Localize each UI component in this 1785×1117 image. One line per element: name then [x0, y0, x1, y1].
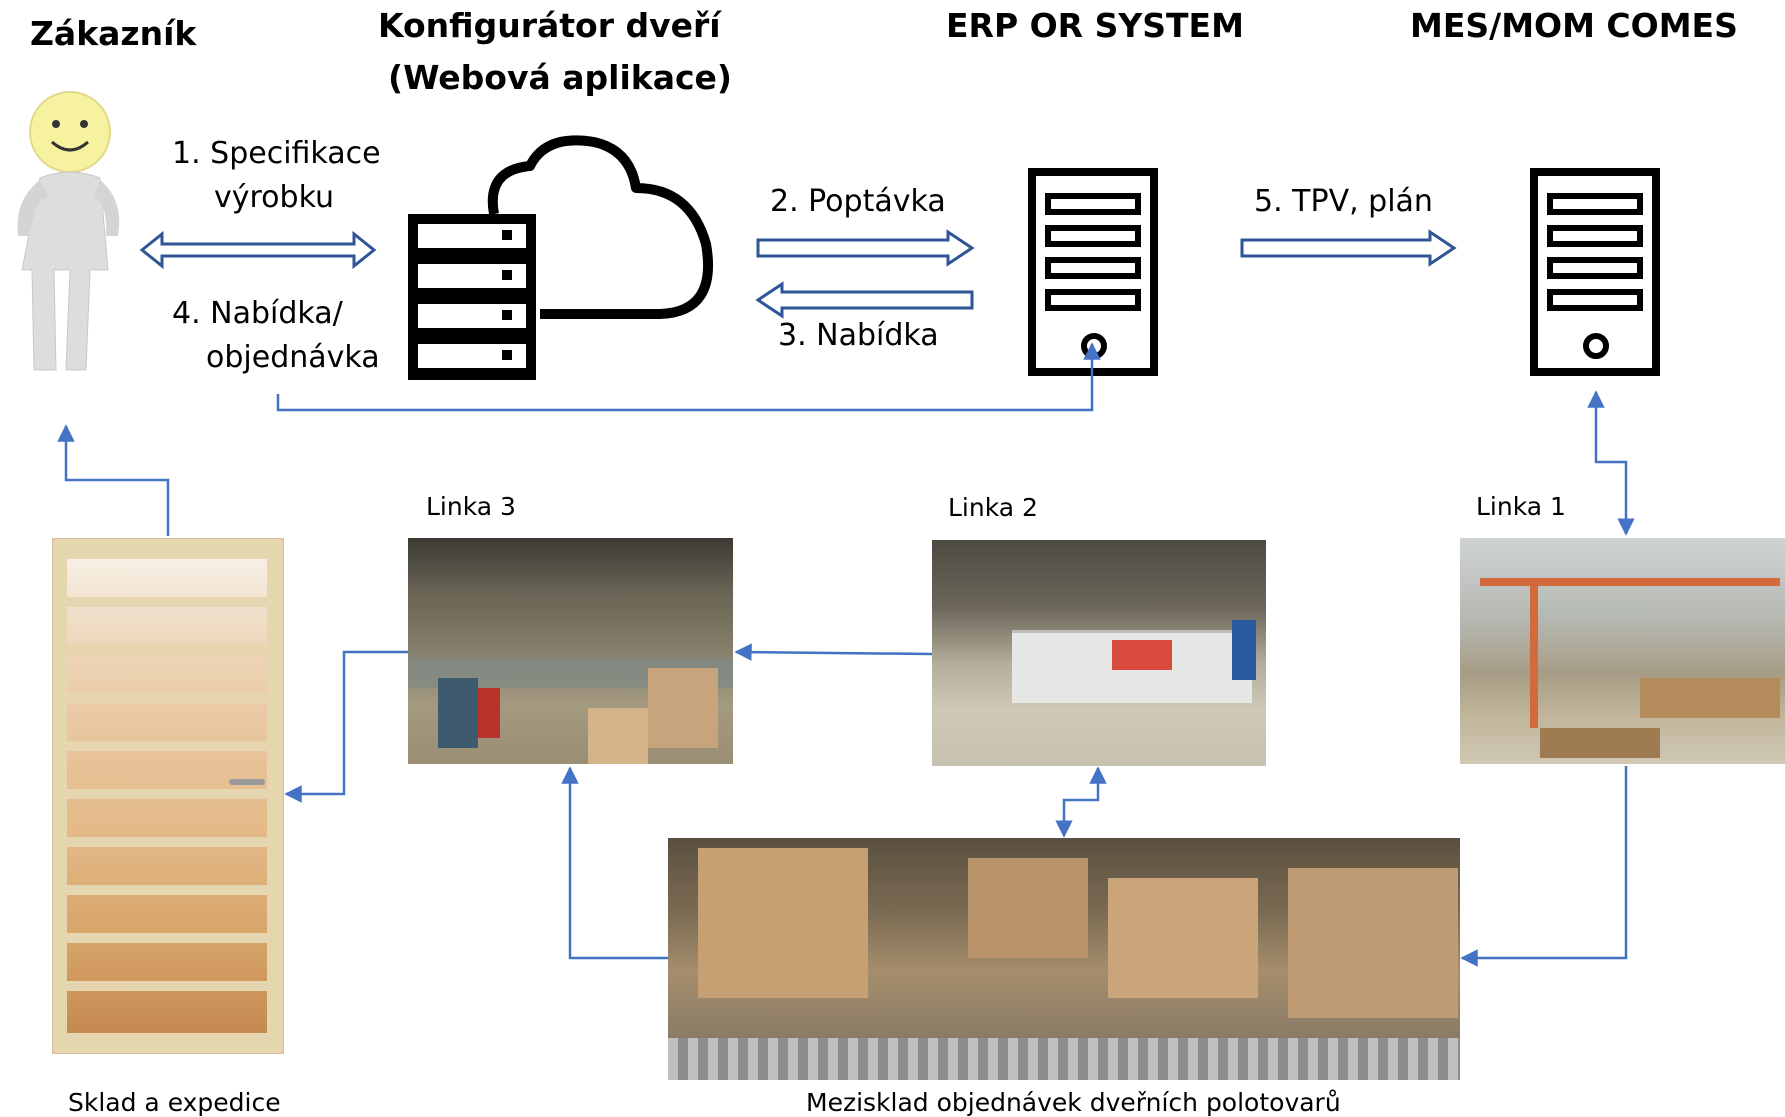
step-tpv-plan: 5. TPV, plán: [1254, 184, 1433, 219]
line2-photo: [932, 540, 1266, 766]
store-to-customer-connector: [57, 424, 170, 536]
erp-title: ERP OR SYSTEM: [946, 6, 1244, 45]
warehouse-caption: Sklad a expedice: [68, 1088, 281, 1117]
step-spec-line2: výrobku: [214, 180, 335, 215]
web-server-icon: [408, 214, 536, 380]
step-offer-order-line2: objednávka: [206, 340, 380, 375]
step-spec-line1: 1. Specifikace: [172, 136, 381, 171]
cloud-icon: [487, 135, 714, 319]
configurator-title-line2: (Webová aplikace): [388, 58, 733, 97]
mes-title: MES/MOM COMES: [1410, 6, 1738, 45]
line1-to-warehouse-connector: [1460, 766, 1628, 967]
warehouse-to-line3-connector: [561, 766, 668, 960]
door-photo: [52, 538, 284, 1054]
line3-photo: [408, 538, 733, 764]
intermediate-warehouse-caption: Mezisklad objednávek dveřních polotovarů: [806, 1088, 1341, 1117]
line3-to-store-connector: [284, 650, 408, 803]
order-to-erp-connector: [276, 342, 1101, 412]
offer-arrow-icon: [755, 281, 974, 319]
erp-server-icon: [1028, 168, 1158, 376]
mes-line1-connector: [1587, 390, 1635, 536]
line2-to-line3-connector: [734, 643, 933, 661]
line2-label: Linka 2: [948, 493, 1038, 522]
configurator-title-line1: Konfigurátor dveří: [378, 6, 721, 45]
spec-double-arrow-icon: [139, 230, 377, 270]
step-offer: 3. Nabídka: [778, 318, 939, 353]
step-offer-order-line1: 4. Nabídka/: [172, 296, 343, 331]
line3-label: Linka 3: [426, 492, 516, 521]
intermediate-warehouse-photo: [668, 838, 1460, 1080]
door-handle: [229, 779, 265, 785]
line2-warehouse-connector: [1055, 766, 1107, 838]
mes-server-icon: [1530, 168, 1660, 376]
tpv-arrow-icon: [1240, 229, 1457, 267]
inquiry-arrow-icon: [756, 229, 975, 267]
line1-label: Linka 1: [1476, 492, 1566, 521]
line1-photo: [1460, 538, 1785, 764]
step-inquiry: 2. Poptávka: [770, 184, 946, 219]
customer-title: Zákazník: [30, 14, 197, 53]
customer-figure-icon: [17, 91, 120, 371]
